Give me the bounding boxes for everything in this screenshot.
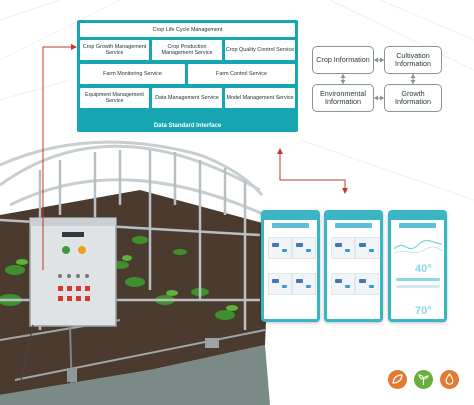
- level-bar: [396, 285, 440, 288]
- data-management-service-box: Data Management Service: [152, 88, 222, 108]
- sensor-icon: [369, 285, 374, 288]
- box-label: Crop Quality Control Service: [225, 46, 295, 53]
- box-label: Crop Production Management Service: [161, 43, 213, 56]
- sensor-card: [292, 237, 316, 259]
- phone-status-bar: [327, 213, 380, 220]
- sprout-glyph: [418, 374, 429, 385]
- data-standard-interface-label: Data Standard Interface: [153, 123, 222, 129]
- sensor-card: [292, 273, 316, 295]
- box-label: Model Management Service: [226, 94, 294, 101]
- crop-quality-service-box: Crop Quality Control Service: [225, 40, 295, 60]
- model-management-service-box: Model Management Service: [225, 88, 295, 108]
- sensor-icon: [282, 249, 287, 252]
- farm-control-service-box: Farm Control Service: [188, 64, 295, 84]
- crop-life-cycle-management-box: Crop Life Cycle Management: [80, 23, 295, 37]
- node-label: Crop Information: [316, 54, 370, 64]
- sensor-card: [355, 237, 379, 259]
- sensor-icon: [306, 249, 311, 252]
- crop-production-service-box: Crop Production Management Service: [152, 40, 222, 60]
- growth-information-node: Growth Information: [384, 84, 442, 112]
- farm-monitoring-service-box: Farm Monitoring Service: [80, 64, 185, 84]
- crop-growth-service-box: Crop Growth Management Service: [80, 40, 149, 60]
- box-label: Data Management Service: [155, 94, 219, 101]
- phone-status-bar: [391, 213, 444, 220]
- sprout-icon: [414, 370, 433, 389]
- box-label: Crop Life Cycle Management: [152, 26, 223, 33]
- sensor-card: [268, 237, 292, 259]
- sensor-icon: [272, 279, 279, 283]
- sensor-icon: [296, 243, 303, 247]
- box-label: Crop Growth Management Service: [82, 43, 147, 56]
- cultivation-information-node: Cultivation Information: [384, 46, 442, 74]
- sensor-icon: [335, 279, 342, 283]
- sensor-card: [331, 273, 355, 295]
- drop-icon: [440, 370, 459, 389]
- trend-chart: [394, 239, 442, 254]
- leaf-icon: [388, 370, 407, 389]
- service-architecture-panel: Crop Life Cycle Management Crop Growth M…: [77, 20, 298, 132]
- environmental-information-node: Environmental Information: [312, 84, 374, 112]
- equipment-management-service-box: Equipment Management Service: [80, 88, 149, 108]
- drop-glyph: [445, 373, 454, 385]
- phone-screen-3: 40° 70°: [388, 210, 447, 322]
- box-label: Farm Monitoring Service: [103, 70, 162, 77]
- sensor-icon: [359, 279, 366, 283]
- phone-header-tab: [335, 223, 372, 228]
- temperature-readout: 40°: [415, 263, 432, 275]
- sensor-icon: [272, 243, 279, 247]
- sensor-card: [355, 273, 379, 295]
- sensor-card: [268, 273, 292, 295]
- phone-screen-2: [324, 210, 383, 322]
- sensor-icon: [296, 279, 303, 283]
- box-label: Equipment Management Service: [85, 91, 144, 104]
- phone-screen-1: [261, 210, 320, 322]
- leaf-glyph: [392, 374, 403, 384]
- level-bar: [396, 278, 440, 281]
- phone-header-tab: [272, 223, 309, 228]
- phone-header-tab: [399, 223, 436, 228]
- crop-information-node: Crop Information: [312, 46, 374, 74]
- sensor-icon: [282, 285, 287, 288]
- humidity-readout: 70°: [415, 305, 432, 317]
- sensor-icon: [345, 249, 350, 252]
- phone-status-bar: [264, 213, 317, 220]
- node-label: Cultivation Information: [395, 50, 431, 68]
- sensor-icon: [306, 285, 311, 288]
- box-label: Farm Control Service: [216, 70, 267, 77]
- sensor-card: [331, 237, 355, 259]
- node-label: Growth Information: [395, 88, 431, 106]
- sensor-icon: [369, 249, 374, 252]
- node-label: Environmental Information: [320, 88, 366, 106]
- sensor-icon: [345, 285, 350, 288]
- sensor-icon: [335, 243, 342, 247]
- sensor-icon: [359, 243, 366, 247]
